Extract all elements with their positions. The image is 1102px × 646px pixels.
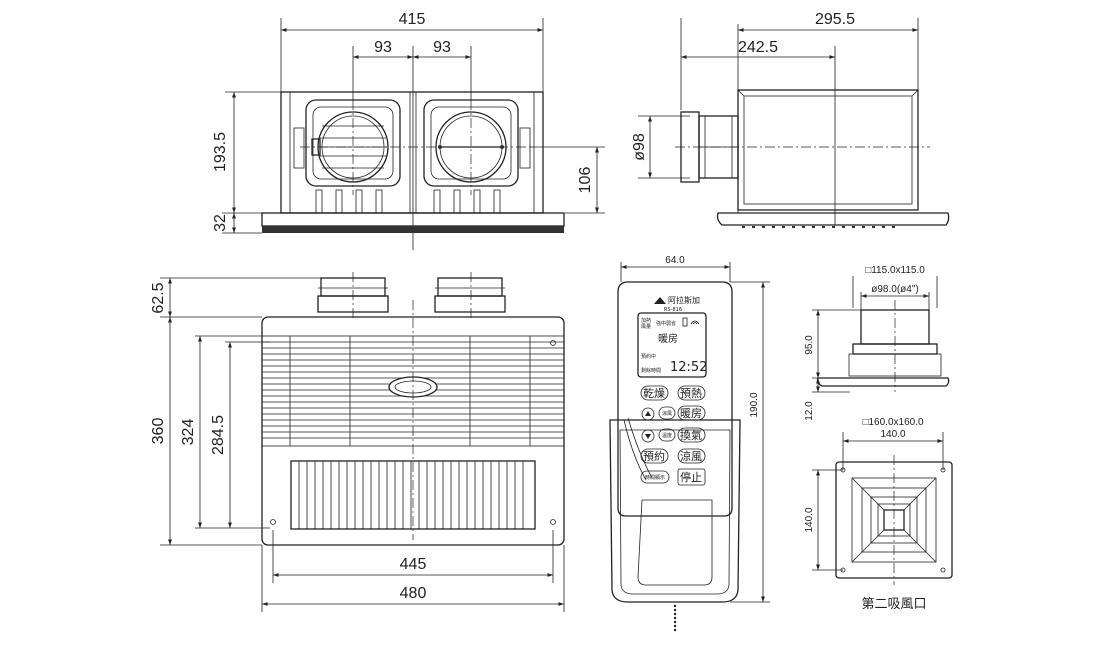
side-view: 295.5 242.5 ø98 bbox=[631, 11, 950, 228]
dim-193-5: 193.5 bbox=[212, 132, 229, 172]
dim-93-left: 93 bbox=[374, 39, 392, 56]
dim-295-5: 295.5 bbox=[815, 11, 855, 28]
remote-control: 64.0 190.0 阿拉斯加 RS-816 加熱 風量 強中弱省 暖房 預約中… bbox=[609, 255, 770, 632]
btn-heat[interactable]: 暖房 bbox=[680, 407, 702, 420]
dim-242-5: 242.5 bbox=[738, 39, 778, 56]
btn-stop[interactable]: 停止 bbox=[680, 470, 702, 484]
btn-schedule[interactable]: 預約 bbox=[643, 449, 665, 463]
dim-140-w: 140.0 bbox=[880, 429, 905, 440]
pull-chain bbox=[673, 604, 677, 632]
dim-62-5: 62.5 bbox=[150, 282, 167, 313]
dim-284-5: 284.5 bbox=[210, 415, 227, 455]
up-arrow-icon[interactable] bbox=[645, 411, 651, 416]
lcd-mode-label-2: 風量 bbox=[641, 323, 651, 330]
dim-106: 106 bbox=[577, 167, 594, 194]
dim-445: 445 bbox=[400, 556, 427, 573]
btn-ventilate[interactable]: 換氣 bbox=[680, 428, 702, 442]
dim-32: 32 bbox=[212, 214, 229, 232]
down-arrow-icon[interactable] bbox=[645, 434, 651, 439]
dim-415: 415 bbox=[399, 11, 426, 28]
front-view: 62.5 360 324 284.5 445 480 bbox=[150, 272, 565, 612]
lcd-mode-label-1: 加熱 bbox=[641, 317, 651, 324]
dim-95: 95.0 bbox=[804, 335, 815, 355]
btn-time-display[interactable]: 時間顯示 bbox=[645, 475, 665, 481]
lcd-time-label-2: 剩餘時間 bbox=[641, 367, 661, 374]
btn-dry[interactable]: 乾燥 bbox=[643, 387, 665, 400]
btn-temp-small[interactable]: 溫度 bbox=[662, 432, 672, 439]
lcd-mode-display: 暖房 bbox=[658, 332, 678, 345]
dim-115: □115.0x115.0 bbox=[865, 265, 925, 276]
dim-93-right: 93 bbox=[433, 39, 451, 56]
dim-64: 64.0 bbox=[665, 255, 685, 266]
dim-160: □160.0x160.0 bbox=[862, 417, 924, 428]
dim-12: 12.0 bbox=[804, 401, 815, 421]
dim-480: 480 bbox=[400, 585, 427, 602]
intake-caption: 第二吸風口 bbox=[861, 597, 926, 612]
dim-324: 324 bbox=[180, 419, 197, 446]
second-intake: □115.0x115.0 ø98.0(ø4") 95.0 12.0 □160.0… bbox=[804, 265, 953, 612]
dim-d98-intake: ø98.0(ø4") bbox=[871, 284, 918, 295]
btn-cool-small[interactable]: 涼風 bbox=[662, 410, 672, 417]
lcd-level-label: 強中弱省 bbox=[656, 320, 676, 327]
lcd-time-label: 預約中 bbox=[641, 353, 656, 360]
remote-model: RS-816 bbox=[664, 307, 682, 313]
top-view: 415 93 93 193.5 32 106 bbox=[212, 11, 605, 250]
remote-buttons: 乾燥 預熱 涼風 暖房 溫度 換氣 預約 涼風 時間顯示 停止 bbox=[640, 385, 706, 486]
dim-d98: ø98 bbox=[631, 133, 648, 161]
lcd-time: 12:52 bbox=[670, 360, 707, 375]
remote-brand: 阿拉斯加 bbox=[668, 295, 700, 305]
dim-140-h: 140.0 bbox=[804, 507, 815, 532]
btn-preheat[interactable]: 預熱 bbox=[680, 387, 702, 400]
dim-360: 360 bbox=[150, 418, 167, 445]
btn-cool[interactable]: 涼風 bbox=[680, 449, 702, 463]
dim-190: 190.0 bbox=[749, 392, 760, 417]
